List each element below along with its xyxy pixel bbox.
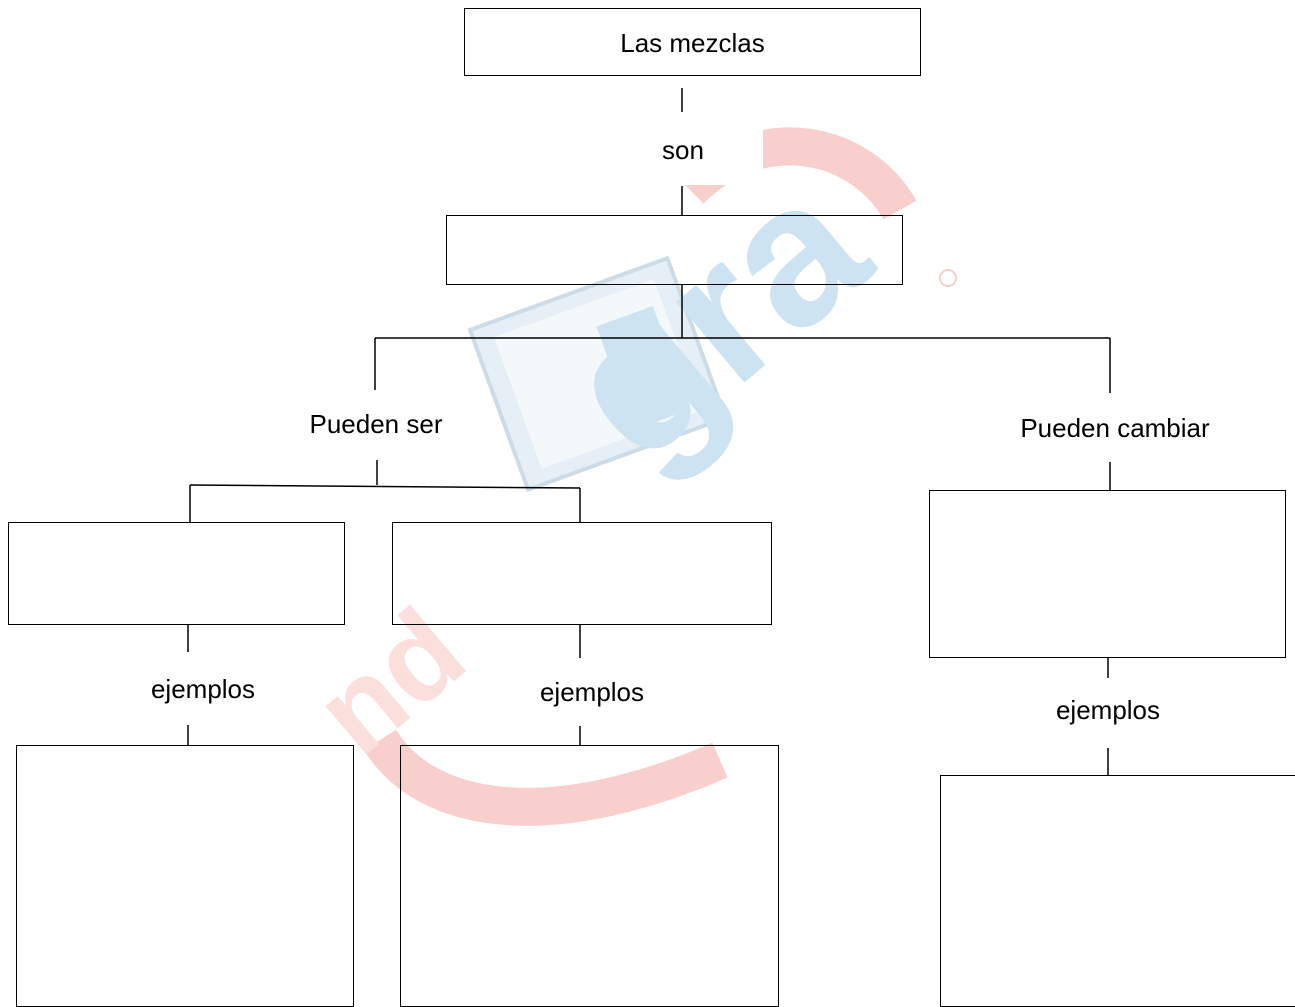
answer-box-definition[interactable] xyxy=(446,215,903,285)
watermark-book-icon xyxy=(467,255,729,493)
branch-label-right: Pueden cambiar xyxy=(1020,413,1210,443)
label-background xyxy=(615,117,763,185)
examples-label: ejemplos xyxy=(150,674,256,704)
answer-box-examples-2[interactable] xyxy=(400,745,779,1007)
watermark-registered-icon xyxy=(939,269,957,287)
link-label-son: son xyxy=(662,135,704,165)
root-label: Las mezclas xyxy=(620,28,765,58)
answer-box-type-2[interactable] xyxy=(392,522,772,625)
watermark-arc-bottom xyxy=(363,729,728,826)
answer-box-examples-3[interactable] xyxy=(940,775,1295,1007)
answer-box-change[interactable] xyxy=(929,490,1286,658)
label-background xyxy=(482,658,700,726)
answer-box-type-1[interactable] xyxy=(8,522,345,625)
branch-label-left: Pueden ser xyxy=(309,409,443,439)
connector-line xyxy=(189,484,581,489)
examples-label: ejemplos xyxy=(1055,695,1161,725)
answer-box-examples-1[interactable] xyxy=(16,745,354,1007)
examples-label: ejemplos xyxy=(539,677,645,707)
root-box xyxy=(464,8,921,76)
